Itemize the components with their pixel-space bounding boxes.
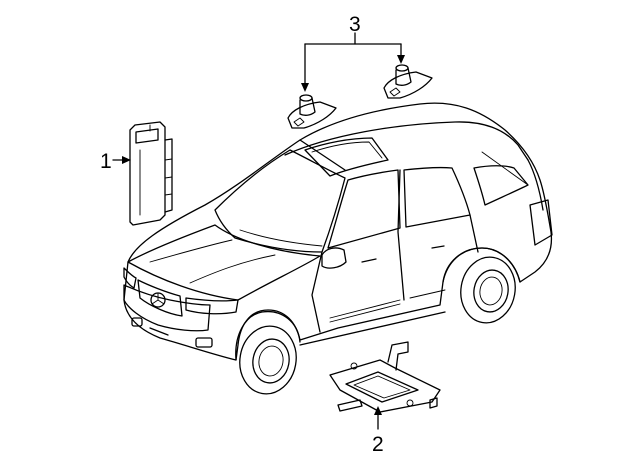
- leader-line-3: [301, 32, 405, 92]
- vehicle-front-fascia: [123, 284, 211, 332]
- vehicle-headlamp-right: [123, 267, 137, 289]
- vehicle-sunroof: [304, 137, 389, 177]
- vehicle-front-door-window: [327, 169, 401, 249]
- vehicle-hood: [127, 224, 321, 301]
- vehicle-suv: [123, 102, 553, 395]
- callout-3: 3: [349, 13, 361, 36]
- vehicle-headlamp-left: [185, 297, 239, 315]
- leader-line-2: [374, 406, 382, 430]
- vehicle-rear-door-window: [403, 166, 471, 228]
- vehicle-front-wheel: [235, 310, 301, 395]
- vehicle-windshield: [214, 149, 346, 253]
- vehicle-grille: [137, 279, 183, 317]
- vehicle-quarter-window: [473, 165, 529, 206]
- callout-2: 2: [372, 433, 384, 456]
- part-2-bracket-module: [329, 341, 441, 413]
- part-3-antenna-left: [287, 94, 337, 129]
- callout-1: 1: [100, 150, 112, 173]
- leader-line-1: [112, 156, 131, 164]
- vehicle-roof-line: [284, 121, 529, 161]
- vehicle-rear-wheel: [442, 247, 521, 324]
- part-1-control-module: [129, 121, 173, 226]
- vehicle-side-mirror: [321, 247, 347, 269]
- part-3-antenna-right: [383, 64, 433, 99]
